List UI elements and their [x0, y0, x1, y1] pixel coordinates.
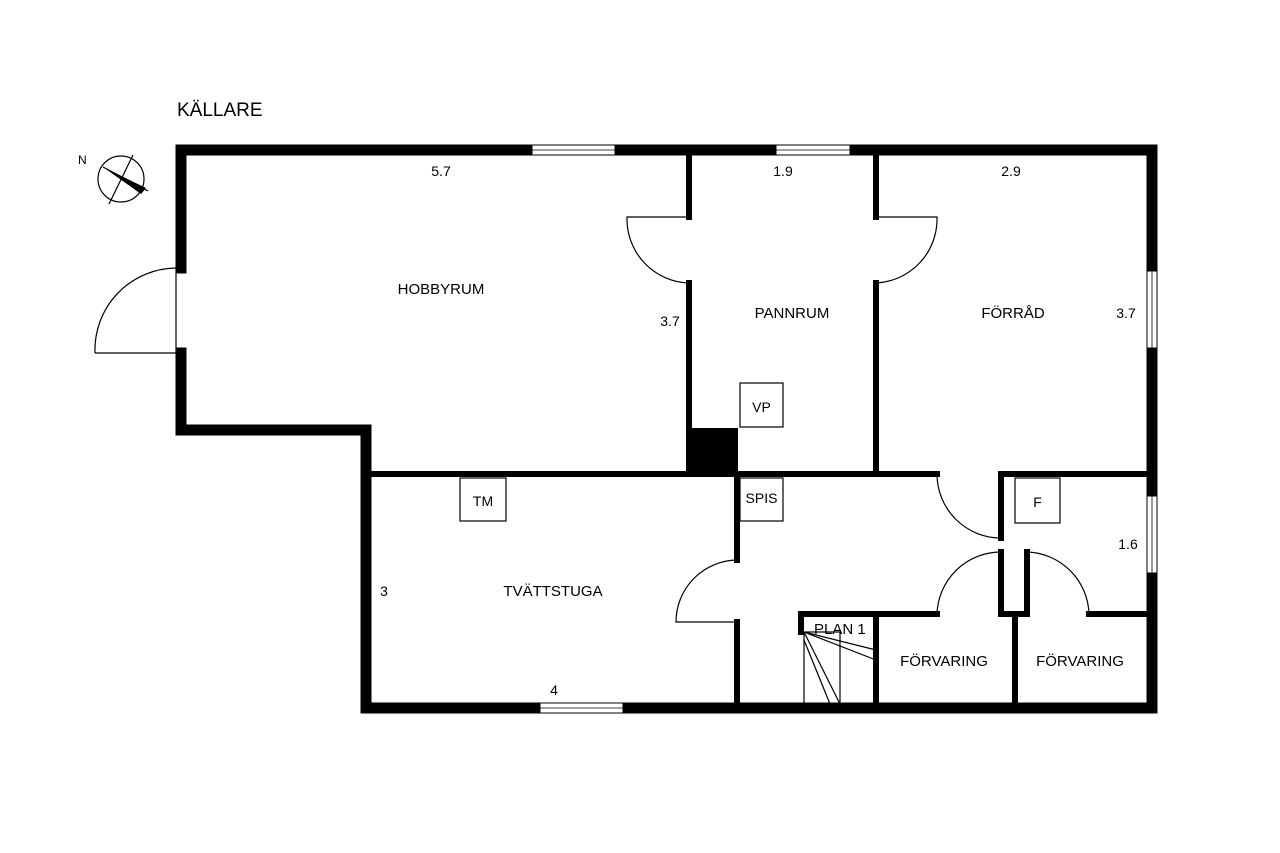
floor-title: KÄLLARE	[177, 100, 263, 121]
door-tvattstuga	[675, 559, 738, 623]
room-plan: PLAN 1	[814, 621, 866, 638]
dim-pannrum-width: 1.9	[773, 163, 793, 179]
dim-hobbyrum-width: 5.7	[431, 163, 451, 179]
fixture-vp-label: VP	[752, 399, 771, 415]
room-forvaring-2: FÖRVARING	[1036, 652, 1124, 670]
dim-tvattstuga-width: 4	[550, 682, 558, 698]
interior-walls	[363, 149, 1153, 709]
door-forvaring-2	[1026, 551, 1090, 615]
fixture-f: F	[1014, 477, 1061, 524]
dim-tvattstuga-depth: 3	[380, 583, 388, 599]
dim-hobbyrum-depth: 3.7	[660, 313, 680, 329]
door-hall-forrad	[936, 473, 1002, 539]
room-forrad: FÖRRÅD	[981, 304, 1045, 322]
chimney-block	[686, 428, 738, 476]
windows	[531, 144, 1158, 714]
window-tvattstuga-bottom	[539, 702, 624, 714]
door-forvaring-1	[936, 551, 1002, 615]
fixture-tm: TM	[459, 477, 507, 522]
dim-forrad-width: 2.9	[1001, 163, 1021, 179]
dim-small-room-depth: 1.6	[1118, 536, 1138, 552]
window-pannrum-top	[775, 144, 851, 156]
door-forrad	[875, 216, 938, 284]
room-tvattstuga: TVÄTTSTUGA	[503, 583, 602, 600]
compass-north-label: N	[78, 153, 87, 167]
fixture-vp: VP	[739, 382, 784, 428]
fixture-spis-label: SPIS	[746, 490, 778, 506]
window-small-room-right	[1146, 495, 1158, 574]
window-forrad-right	[1146, 270, 1158, 349]
doors	[94, 216, 1090, 623]
compass-icon: N	[78, 153, 149, 205]
door-entrance	[94, 267, 177, 354]
room-hobbyrum: HOBBYRUM	[398, 281, 485, 298]
fixture-tm-label: TM	[473, 493, 493, 509]
window-hobbyrum-top	[531, 144, 616, 156]
staircase	[803, 631, 877, 705]
fixture-spis: SPIS	[739, 477, 784, 522]
fixture-f-label: F	[1033, 494, 1042, 510]
room-labels: HOBBYRUM PANNRUM FÖRRÅD TVÄTTSTUGA FÖRVA…	[398, 281, 1124, 670]
door-pannrum-left	[626, 216, 690, 284]
room-pannrum: PANNRUM	[755, 305, 830, 322]
room-forvaring-1: FÖRVARING	[900, 652, 988, 670]
dimension-labels: 5.7 3.7 1.9 2.9 3.7 3 4 1.6	[380, 163, 1138, 698]
outer-walls	[175, 144, 1158, 714]
dim-forrad-depth: 3.7	[1116, 305, 1136, 321]
